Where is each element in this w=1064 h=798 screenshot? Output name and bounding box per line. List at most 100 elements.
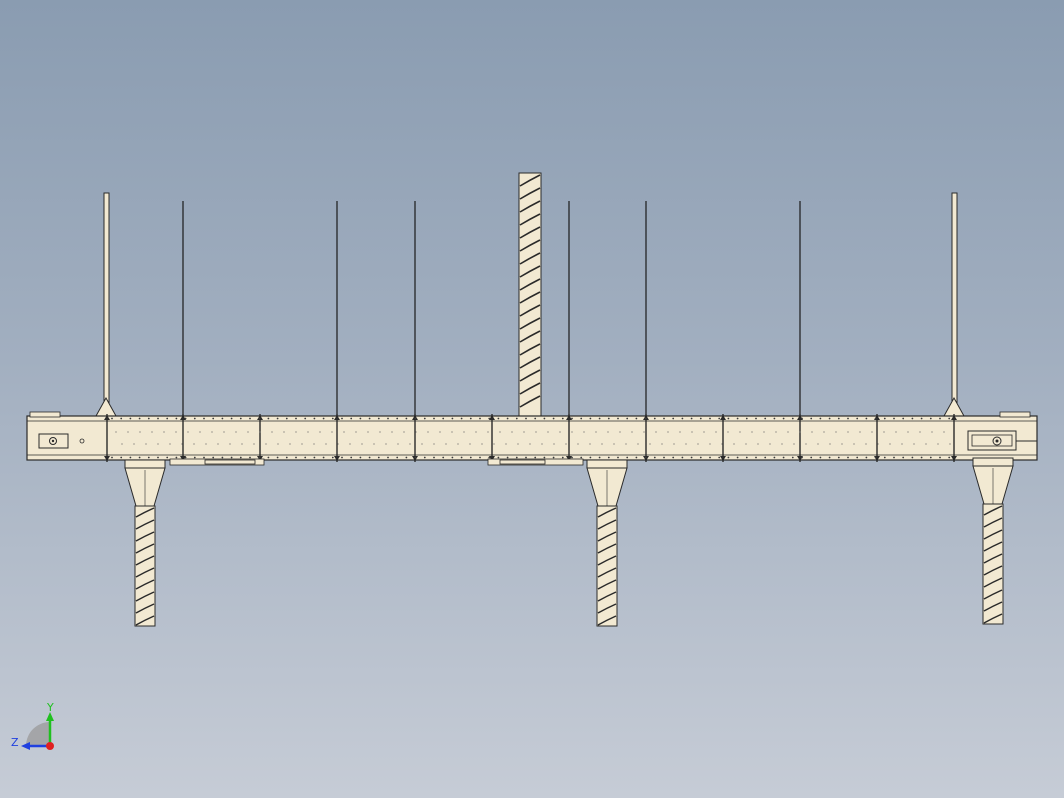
bolt (301, 443, 303, 445)
bolt (699, 417, 702, 420)
bolt (893, 456, 895, 459)
bolt (525, 417, 527, 420)
bolt (469, 443, 471, 445)
bolt (230, 417, 233, 420)
bolt (385, 443, 387, 445)
trough-body (26, 415, 1038, 461)
bolt (133, 443, 135, 445)
drive-end-right[interactable] (967, 430, 1037, 451)
bolt (672, 417, 675, 420)
bolt (655, 431, 657, 433)
bolt (565, 443, 567, 445)
bolt (853, 443, 855, 445)
flange-tab (720, 415, 726, 420)
flange-tab (334, 415, 340, 420)
flight-line (519, 213, 541, 226)
bolt (499, 431, 501, 433)
flight-line (135, 507, 155, 518)
flight-line (983, 529, 1003, 540)
bolt (129, 417, 132, 420)
bolt (120, 417, 123, 420)
bolt (396, 417, 399, 420)
view-orientation-triad[interactable] (21, 712, 54, 750)
bolt (673, 443, 675, 445)
bolt (517, 443, 519, 445)
center-screw-column[interactable] (518, 172, 542, 417)
bolt (433, 443, 435, 445)
bolt (505, 443, 507, 445)
inspection-plate-center[interactable] (487, 458, 584, 466)
bolt (368, 417, 371, 420)
bolt (829, 443, 831, 445)
bolt (439, 431, 441, 433)
bolt (709, 456, 711, 459)
bolt (589, 417, 592, 420)
bolt (948, 456, 951, 459)
bolt (601, 443, 603, 445)
bolt (607, 456, 610, 459)
bolt (147, 456, 150, 459)
bolt (163, 431, 165, 433)
bolt (709, 417, 711, 420)
bolt (828, 417, 831, 420)
bolt (571, 431, 573, 433)
bolt (733, 443, 735, 445)
bolt (414, 456, 417, 459)
bolt (295, 417, 297, 420)
bolt (939, 417, 941, 420)
flight-line (983, 613, 1003, 624)
bolt (841, 443, 843, 445)
flight-line (135, 603, 155, 614)
bolt (793, 443, 795, 445)
hopper-flange (124, 459, 166, 469)
bolt (865, 456, 868, 459)
drive-end-left[interactable] (38, 433, 85, 449)
axis-z-label: Z (11, 736, 19, 749)
inspection-plate-left[interactable] (169, 458, 265, 466)
flight-line (983, 601, 1003, 612)
bolt (791, 456, 794, 459)
flight-line (135, 543, 155, 554)
bolt (442, 456, 445, 459)
axis-y-label: Y (46, 701, 54, 714)
bolt (874, 456, 877, 459)
bolt (598, 417, 601, 420)
bolt (943, 431, 945, 433)
bolt (181, 443, 183, 445)
post-support-right[interactable] (943, 192, 965, 417)
bolt (901, 443, 903, 445)
bolt (479, 417, 481, 420)
bolt (877, 443, 879, 445)
post-support-left[interactable] (95, 192, 117, 417)
bolt (653, 456, 656, 459)
flight-line (135, 615, 155, 626)
bolt (907, 431, 909, 433)
flight-line (597, 531, 617, 542)
flight-line (135, 519, 155, 530)
bolt (911, 417, 914, 420)
bolt (691, 431, 693, 433)
flight-line (135, 579, 155, 590)
bolt (893, 417, 895, 420)
bolt (663, 456, 665, 459)
bolt (699, 456, 702, 459)
bolt (810, 456, 813, 459)
conveyor-trough[interactable] (26, 411, 1038, 462)
bolt (481, 443, 483, 445)
flight-line (519, 278, 541, 291)
bolt (709, 443, 711, 445)
flight-line (519, 174, 541, 187)
flange-tab (489, 456, 495, 461)
hanger-rods (182, 201, 801, 416)
bolt (265, 443, 267, 445)
bolt (773, 456, 776, 459)
bolt (415, 431, 417, 433)
bolt (810, 417, 813, 420)
flight-line (135, 531, 155, 542)
bolt (193, 417, 196, 420)
bolt (433, 456, 435, 459)
flight-line (983, 553, 1003, 564)
bolt (377, 456, 380, 459)
bolt (229, 443, 231, 445)
